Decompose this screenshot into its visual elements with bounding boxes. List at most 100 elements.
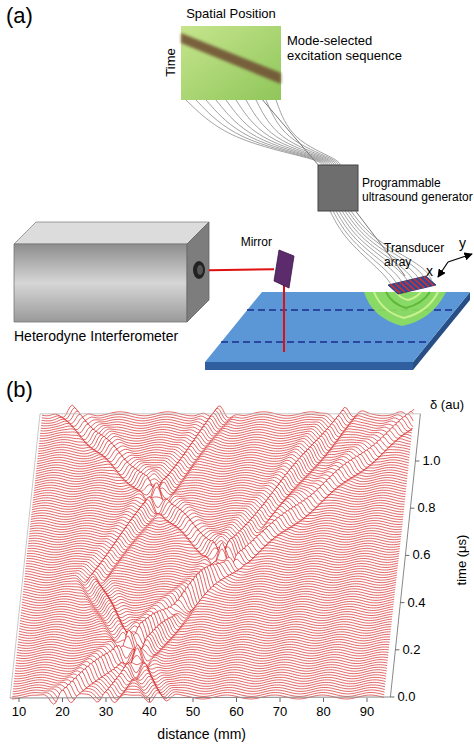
waveform-line bbox=[30, 522, 402, 536]
waveform-trace bbox=[19, 620, 391, 643]
waveform-line bbox=[34, 478, 406, 494]
waveform-trace bbox=[32, 500, 404, 520]
waveform-trace bbox=[32, 502, 404, 521]
waveform-line bbox=[28, 540, 400, 559]
trace-occluder bbox=[27, 547, 399, 565]
signal-cable bbox=[356, 211, 406, 276]
waveform-line bbox=[23, 583, 395, 607]
waveform-trace bbox=[26, 562, 398, 580]
trace-occluder bbox=[27, 543, 399, 570]
waveform-line bbox=[38, 446, 410, 460]
ultrasound-generator-outline bbox=[318, 165, 358, 211]
waveform-line bbox=[19, 620, 391, 639]
trace-occluder bbox=[37, 456, 409, 477]
trace-occluder bbox=[27, 546, 399, 568]
waveform-line bbox=[41, 416, 413, 430]
waveform-line bbox=[29, 525, 401, 539]
waveform-line bbox=[26, 562, 398, 573]
signal-wire bbox=[216, 100, 328, 166]
wavefront bbox=[374, 292, 438, 318]
image-caption: Mode-selected excitation sequence bbox=[287, 34, 409, 64]
waveform-trace bbox=[22, 598, 394, 618]
waveform-trace bbox=[17, 645, 389, 664]
waveform-trace bbox=[18, 629, 390, 650]
waveform-line bbox=[35, 470, 407, 485]
trace-occluder bbox=[21, 606, 393, 626]
signal-wire bbox=[186, 100, 322, 166]
trace-occluder bbox=[17, 645, 389, 664]
trace-occluder bbox=[33, 487, 405, 509]
trace-occluder bbox=[41, 418, 413, 438]
waveform-trace bbox=[40, 427, 412, 446]
waveform-trace bbox=[15, 659, 387, 681]
plate-surface bbox=[205, 292, 470, 362]
tick-label: 90 bbox=[360, 705, 374, 719]
waveform-line bbox=[31, 512, 403, 526]
waveform-line bbox=[37, 454, 409, 469]
signal-wire bbox=[276, 100, 340, 166]
waveform-line bbox=[34, 482, 406, 496]
waveform-line bbox=[12, 687, 384, 701]
panel-label: (b) bbox=[6, 378, 33, 402]
waveform-trace bbox=[33, 496, 405, 514]
waveform-trace bbox=[19, 622, 391, 645]
trace-occluder bbox=[30, 522, 402, 542]
waveform-trace bbox=[33, 487, 405, 509]
tick-mark bbox=[400, 602, 404, 603]
plot-edge bbox=[10, 414, 40, 698]
waveform-line bbox=[24, 569, 396, 594]
waveform-trace bbox=[32, 497, 404, 517]
axis-title: distance (mm) bbox=[157, 727, 246, 742]
waveform-trace bbox=[25, 564, 397, 587]
waveform-line bbox=[35, 473, 407, 488]
wavefront bbox=[386, 292, 430, 308]
trace-occluder bbox=[25, 563, 397, 582]
trace-occluder bbox=[13, 684, 385, 704]
lens bbox=[197, 265, 203, 275]
tick-mark bbox=[106, 698, 107, 702]
waveform-line bbox=[38, 443, 410, 458]
waveform-trace bbox=[35, 468, 407, 489]
waveform-trace bbox=[18, 627, 390, 649]
waveform-line bbox=[23, 576, 395, 604]
tick-label: 1.0 bbox=[422, 454, 440, 468]
waveform-trace bbox=[16, 644, 388, 671]
trace-occluder bbox=[35, 470, 407, 491]
trace-occluder bbox=[31, 514, 403, 535]
waveform-trace bbox=[14, 672, 386, 694]
trace-occluder bbox=[19, 620, 391, 643]
waveform-trace bbox=[24, 569, 396, 595]
waveform-line bbox=[22, 598, 394, 612]
trace-occluder bbox=[18, 627, 390, 649]
tick-mark bbox=[415, 461, 419, 462]
trace-occluder bbox=[31, 507, 403, 527]
trace-occluder bbox=[21, 609, 393, 628]
trace-occluder bbox=[25, 565, 397, 590]
trace-occluder bbox=[34, 482, 406, 502]
tick-mark bbox=[390, 697, 394, 698]
waveform-line bbox=[18, 629, 390, 645]
axis-title: δ (au) bbox=[430, 398, 464, 412]
axis-title: Time bbox=[164, 22, 179, 102]
waveform-trace bbox=[13, 678, 385, 699]
waveform-trace bbox=[40, 424, 412, 444]
trace-occluder bbox=[33, 496, 405, 514]
mirror-shape bbox=[274, 250, 294, 288]
waveform-trace bbox=[20, 612, 392, 633]
trace-occluder bbox=[15, 657, 387, 679]
waveform-line bbox=[39, 435, 411, 448]
waveform-trace bbox=[36, 461, 408, 482]
tick-label: 10 bbox=[12, 705, 26, 719]
generator-box bbox=[318, 165, 358, 211]
waveform-trace bbox=[37, 451, 409, 471]
waveform-line bbox=[30, 517, 402, 530]
waveform-trace bbox=[35, 473, 407, 494]
waveform-trace bbox=[30, 517, 402, 537]
trace-occluder bbox=[35, 475, 407, 497]
waveform-trace bbox=[36, 458, 408, 479]
trace-occluder bbox=[41, 413, 413, 433]
waveform-line bbox=[21, 600, 393, 613]
trace-occluder bbox=[39, 435, 411, 454]
ultrasound-generator: Programmable ultrasound generator bbox=[318, 165, 358, 211]
